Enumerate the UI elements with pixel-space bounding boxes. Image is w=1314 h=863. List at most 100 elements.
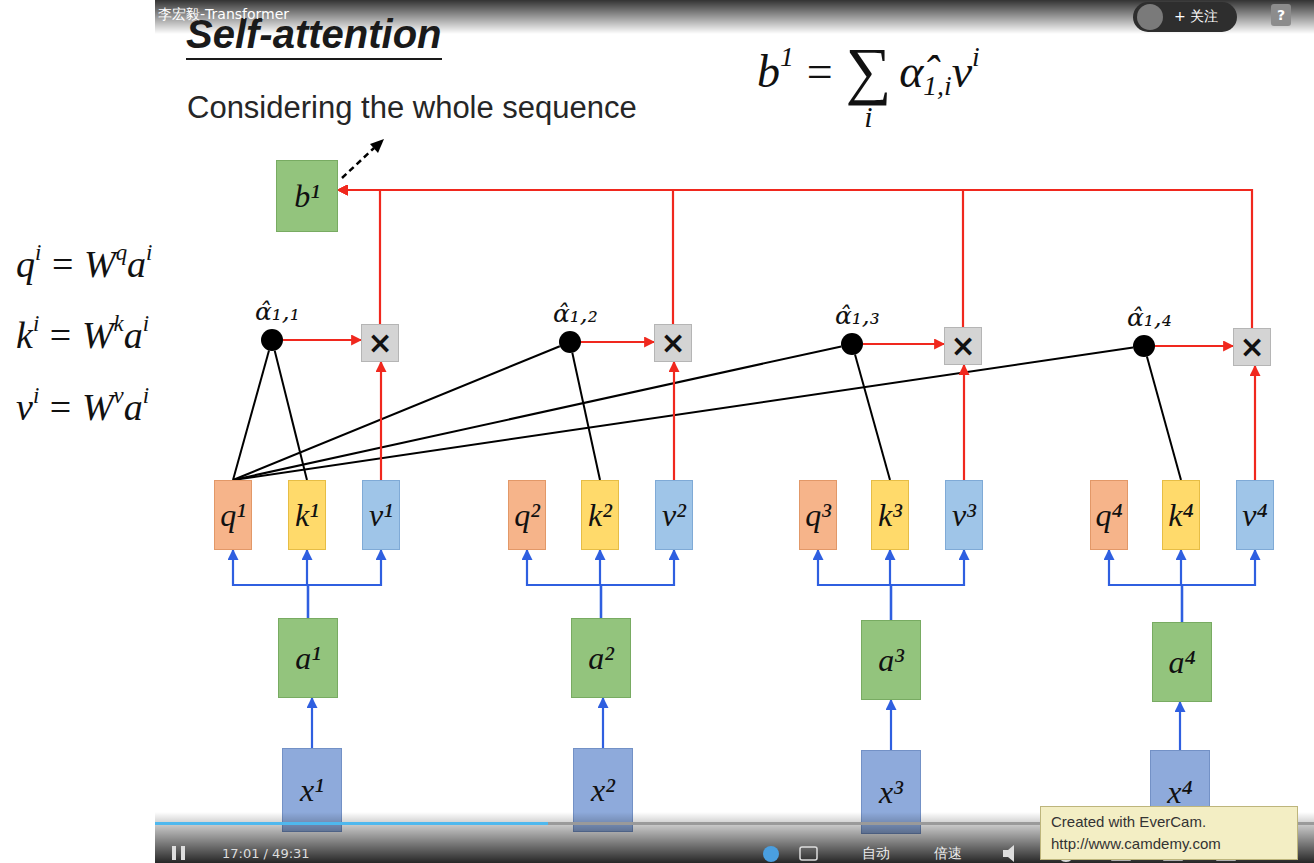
- formula-symbol: a: [127, 243, 146, 285]
- connector: [890, 700, 892, 750]
- connector: [572, 353, 600, 480]
- node-label: v²: [662, 499, 686, 531]
- node-label: a²: [588, 642, 614, 674]
- node-label: k³: [878, 499, 902, 531]
- connector: [233, 550, 308, 618]
- connector: [863, 343, 944, 345]
- recorder-watermark-group: Created with EverCam.http://www.camdemy.…: [1040, 806, 1298, 860]
- attention-score: α̂₁,₃: [835, 302, 880, 330]
- formula-symbol: =: [50, 314, 71, 356]
- menu-label: 自动: [862, 845, 890, 861]
- connector: [275, 351, 307, 480]
- formula-symbol: i: [146, 240, 152, 265]
- embedding-box: a²: [571, 618, 631, 698]
- formula-symbol-group: ki=Wkai: [16, 311, 149, 357]
- node-label: ×: [367, 328, 392, 358]
- connector: [338, 190, 1252, 328]
- formula-symbol: =: [807, 46, 833, 97]
- video-time-group: 17:01 / 49:31: [222, 846, 310, 861]
- node-label: x⁴: [1167, 776, 1192, 808]
- video-watermark-group: 李宏毅-Transformer: [158, 6, 289, 24]
- formula-symbol: W: [82, 314, 114, 356]
- recorder-watermark: http://www.camdemy.com: [1051, 833, 1287, 855]
- formula-symbol: i: [972, 41, 980, 72]
- node-label: k¹: [295, 499, 319, 531]
- formula-symbol: i: [143, 311, 149, 336]
- node-label: a¹: [295, 642, 321, 674]
- attention-dot: α̂₁,₃: [841, 333, 863, 355]
- video-watermark: 李宏毅-Transformer: [158, 6, 289, 22]
- multiply-box: ×: [654, 324, 692, 362]
- formula-symbol: W: [82, 386, 114, 428]
- recorder-watermark: Created with EverCam.: [1051, 811, 1287, 833]
- attention-score: α̂₁,₂: [553, 300, 598, 328]
- node-label: b¹: [294, 180, 320, 212]
- connector: [1109, 550, 1182, 622]
- button-label-group: + 关注: [1174, 8, 1218, 26]
- pause-icon: [181, 846, 185, 860]
- multiply-box: ×: [944, 327, 982, 365]
- avatar-icon: [1137, 4, 1163, 30]
- button-label: + 关注: [1174, 8, 1218, 24]
- query-box: q¹: [214, 480, 252, 550]
- connector: [308, 550, 381, 618]
- connector: [233, 346, 841, 480]
- connector: [338, 190, 673, 324]
- formula-symbol: i: [33, 383, 39, 408]
- key-box: k³: [871, 480, 909, 550]
- value-box: v⁴: [1236, 480, 1274, 550]
- formula-symbol: ∑: [846, 35, 892, 106]
- formula-symbol-group: i: [864, 100, 872, 134]
- formula-symbol: i: [35, 240, 41, 265]
- connector: [1182, 550, 1255, 622]
- formula-symbol: W: [84, 243, 116, 285]
- formula-symbol: k: [114, 311, 124, 336]
- connector: [233, 346, 560, 480]
- leader-line: [342, 148, 374, 178]
- formula-symbol: i: [33, 311, 39, 336]
- connector: [1179, 702, 1181, 750]
- node-label: q⁴: [1095, 499, 1122, 531]
- connector: [818, 550, 891, 620]
- value-box: v³: [945, 480, 983, 550]
- node-label: x¹: [300, 774, 324, 806]
- formula-symbol: q: [16, 243, 35, 285]
- node-label: q²: [514, 499, 540, 531]
- node-label: v⁴: [1242, 499, 1267, 531]
- caption-text: Considering the whole sequence: [187, 90, 637, 125]
- formula-symbol: v: [114, 383, 124, 408]
- connector: [855, 355, 890, 480]
- formula-symbol: a: [124, 386, 143, 428]
- node-label: ×: [950, 331, 975, 361]
- node-label: a³: [878, 644, 904, 676]
- multiply-box: ×: [1233, 328, 1271, 366]
- connector: [1155, 345, 1233, 347]
- menu-label-group: 自动: [862, 845, 890, 863]
- node-label: a⁴: [1168, 646, 1195, 678]
- connector: [1254, 366, 1256, 480]
- key-box: k²: [581, 480, 619, 550]
- formula-symbol: v: [952, 46, 972, 97]
- formula-symbol: =: [52, 243, 73, 285]
- formula-symbol: v: [16, 386, 33, 428]
- key-box: k¹: [288, 480, 326, 550]
- query-box: q²: [508, 480, 546, 550]
- connector: [602, 698, 604, 748]
- connector: [311, 698, 313, 748]
- formula-symbol: i: [143, 383, 149, 408]
- formula-symbol: i: [864, 100, 872, 133]
- attention-score: α̂₁,₁: [255, 298, 300, 326]
- connector: [891, 550, 964, 620]
- pause-icon: [172, 846, 176, 860]
- connector: [233, 351, 269, 480]
- embedding-box: a¹: [278, 618, 338, 698]
- query-box: q⁴: [1090, 480, 1128, 550]
- embedding-box: a³: [861, 620, 921, 700]
- formula-symbol: 1,i: [923, 70, 951, 101]
- connector: [1147, 357, 1181, 480]
- formula-symbol: a: [124, 314, 143, 356]
